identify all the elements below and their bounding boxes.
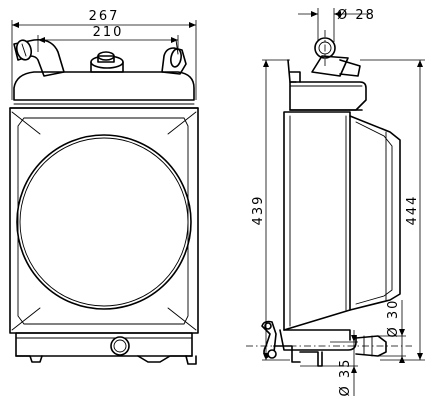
side-core: [283, 111, 401, 331]
top-tank: [9, 71, 199, 109]
dimension-pipe-diameter: Ø 28: [298, 8, 376, 42]
bottom-diameter-label: Ø 35: [338, 358, 353, 397]
dimension-filler-spacing: 210: [37, 25, 179, 52]
dimension-core-height: 439: [251, 59, 290, 361]
right-inlet-pipe: [161, 39, 187, 75]
overall-width-label: 267: [89, 9, 120, 24]
front-view: 267 210: [9, 9, 199, 365]
side-view: Ø 28: [246, 8, 425, 396]
core-height-label: 439: [251, 195, 266, 226]
dimension-outlet-diameter: Ø 30: [378, 299, 406, 363]
overall-height-label: 444: [405, 195, 420, 226]
pipe-diameter-label: Ø 28: [337, 8, 376, 23]
radiator-core: [9, 107, 199, 334]
dimension-bottom-diameter: Ø 35: [300, 330, 358, 396]
bottom-tank: [15, 332, 197, 365]
side-bottom-assembly: [261, 320, 387, 367]
dimension-overall-width: 267: [11, 9, 197, 100]
filler-spacing-label: 210: [93, 25, 124, 40]
outlet-diameter-label: Ø 30: [386, 299, 401, 338]
filler-cap: [90, 51, 124, 73]
side-top-tank: [289, 81, 367, 111]
side-pipe-assembly: [287, 37, 361, 83]
left-inlet-pipe: [13, 38, 65, 77]
